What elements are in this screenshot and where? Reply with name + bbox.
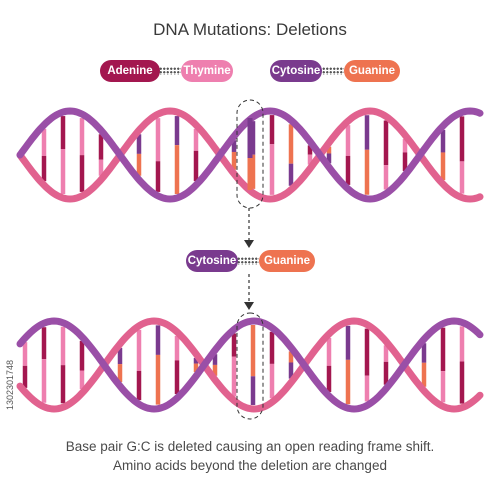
legend-adenine-pill: Adenine (100, 60, 160, 82)
deleted-guanine-pill: Guanine (259, 250, 315, 272)
image-id-text: 1302301748 (5, 359, 15, 411)
caption-line-1: Base pair G:C is deleted causing an open… (65, 439, 435, 454)
deleted-base-pair-highlight (236, 99, 264, 209)
deleted-cytosine-pill: Cytosine (186, 250, 238, 272)
caption-line-2: Amino acids beyond the deletion are chan… (113, 458, 387, 473)
legend-cytosine-pill: Cytosine (270, 60, 322, 82)
backbone-strand (16, 317, 484, 413)
backbone-strand (16, 317, 484, 413)
arrow-head-2 (244, 302, 254, 310)
caption: Base pair G:C is deleted causing an open… (0, 437, 500, 475)
deletion-site-highlight (236, 312, 264, 420)
legend-dots-cg (322, 67, 344, 75)
deleted-pair-dots (237, 257, 259, 265)
legend-guanine-pill: Guanine (344, 60, 400, 82)
legend-dots-at (159, 67, 181, 75)
legend-thymine-pill: Thymine (181, 60, 233, 82)
arrow-head-1 (244, 240, 254, 248)
dna-helix-mutated (16, 317, 484, 413)
backbone-strand (16, 107, 484, 203)
diagram-title: DNA Mutations: Deletions (153, 20, 347, 39)
dna-helix-original (16, 107, 484, 203)
